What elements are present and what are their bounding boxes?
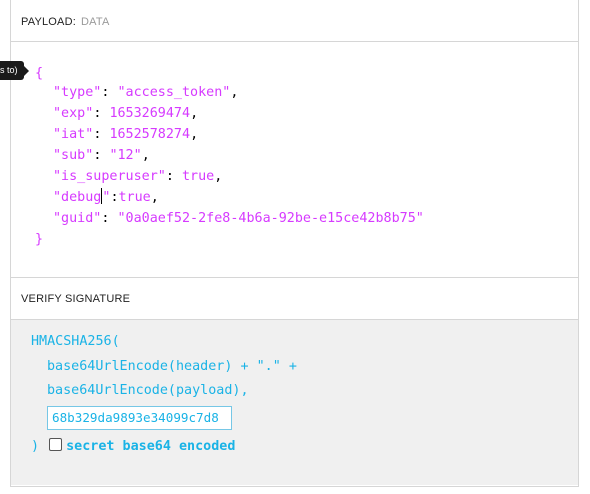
payload-header-title: PAYLOAD:: [21, 15, 76, 28]
json-end: ,: [190, 106, 199, 121]
json-value: "0a0aef52-2fe8-4b6a-92be-e15ce42b8b75": [117, 211, 424, 226]
json-key: "guid": [53, 211, 102, 226]
json-value: "access_token": [117, 85, 231, 100]
json-key: "type": [53, 85, 102, 100]
encode-header-line: base64UrlEncode(header) + "." +: [47, 359, 297, 374]
json-key: "is_superuser": [53, 169, 166, 184]
json-sep: :: [101, 211, 118, 226]
json-key: "exp": [53, 106, 94, 121]
encode-payload-line: base64UrlEncode(payload),: [47, 383, 249, 398]
close-line: ) secret base64 encoded: [31, 436, 235, 458]
json-sep: :: [165, 169, 182, 184]
json-end: ,: [230, 85, 239, 100]
json-sep: :: [93, 127, 110, 142]
json-value: true: [182, 169, 215, 184]
tooltip-text: s to): [0, 65, 18, 75]
tooltip: s to): [0, 61, 28, 80]
payload-header-sub: DATA: [81, 15, 110, 28]
text-cursor: [101, 188, 103, 204]
json-line-guid: "guid": "0a0aef52-2fe8-4b6a-92be-e15ce42…: [53, 208, 424, 229]
json-sep: :: [93, 148, 110, 163]
verify-body: HMACSHA256( base64UrlEncode(header) + ".…: [11, 320, 578, 485]
brace-close: }: [35, 232, 44, 247]
verify-panel: VERIFY SIGNATURE HMACSHA256( base64UrlEn…: [10, 278, 579, 487]
json-end: ,: [214, 169, 223, 184]
json-line-sub: "sub": "12",: [53, 145, 150, 166]
close-paren: ): [31, 439, 40, 454]
verify-header-title: VERIFY SIGNATURE: [21, 292, 131, 305]
json-end: ,: [141, 148, 150, 163]
json-value: true: [118, 190, 151, 205]
json-key-end: ": [102, 190, 111, 205]
json-sep: :: [93, 106, 110, 121]
secret-input[interactable]: 68b329da9893e34099c7d8: [47, 406, 232, 430]
json-key: "sub": [53, 148, 94, 163]
json-value: 1653269474: [109, 106, 191, 121]
json-key: "debug: [53, 190, 102, 205]
json-sep: :: [110, 190, 119, 205]
json-line-iat: "iat": 1652578274,: [53, 124, 198, 145]
json-sep: :: [101, 85, 118, 100]
json-line-is-superuser: "is_superuser": true,: [53, 166, 222, 187]
hmac-function: HMACSHA256(: [31, 334, 120, 349]
json-line-debug: "debug":true,: [53, 187, 159, 208]
json-end: ,: [150, 190, 159, 205]
secret-base64-label[interactable]: secret base64 encoded: [66, 439, 236, 454]
json-key: "iat": [53, 127, 94, 142]
secret-base64-checkbox[interactable]: [49, 438, 63, 451]
payload-panel: PAYLOAD: DATA { "type": "access_token", …: [10, 0, 579, 278]
json-end: ,: [190, 127, 199, 142]
json-value: "12": [109, 148, 142, 163]
brace-open: {: [35, 66, 44, 81]
json-line-type: "type": "access_token",: [53, 82, 238, 103]
json-line-exp: "exp": 1653269474,: [53, 103, 198, 124]
verify-header: VERIFY SIGNATURE: [11, 278, 578, 320]
json-value: 1652578274: [109, 127, 191, 142]
payload-header: PAYLOAD: DATA: [11, 0, 578, 42]
